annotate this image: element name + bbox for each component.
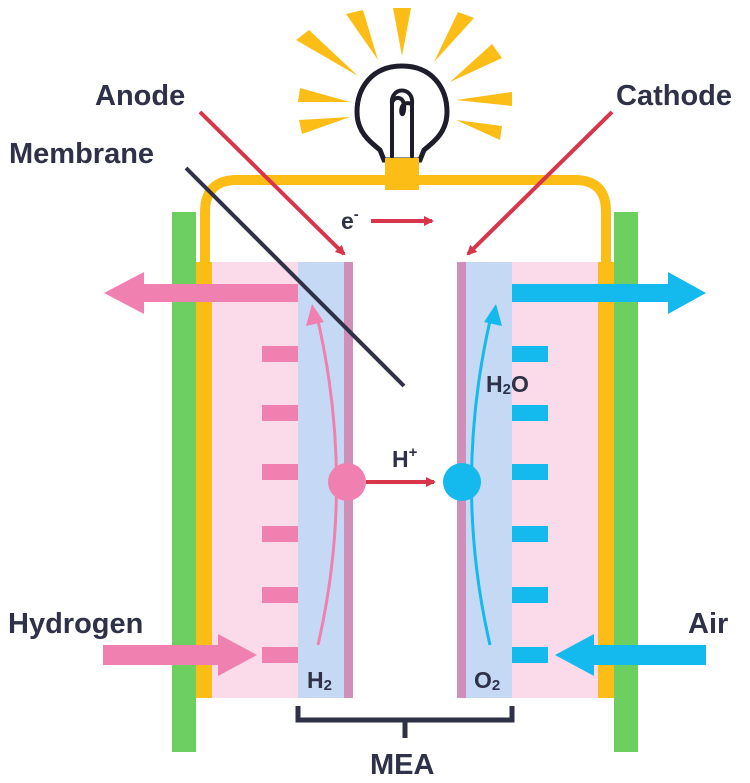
hydrogen-flow-arrowhead (306, 304, 324, 326)
air-inlet-arrow (555, 634, 706, 676)
oxygen-flow-arrowhead (484, 304, 502, 326)
cathode-channels (512, 346, 548, 663)
proton-label: H+ (392, 444, 418, 472)
cathode-label: Cathode (616, 80, 732, 112)
light-bulb-icon (354, 63, 450, 190)
oxygen-circle (443, 463, 481, 501)
mea-bracket (295, 706, 515, 738)
h2-label: H2 (307, 667, 332, 694)
cathode-collector-strip (598, 262, 614, 698)
membrane-label: Membrane (9, 138, 154, 170)
hydrogen-ion-circle (328, 463, 366, 501)
anode-pointer (198, 110, 346, 256)
light-ray-icon (296, 8, 512, 140)
air-exhaust-arrow (512, 272, 706, 314)
hydrogen-exhaust-arrow (104, 272, 298, 314)
anode-channels (262, 346, 298, 663)
mea-label: MEA (370, 749, 435, 778)
o2-label: O2 (474, 667, 500, 694)
hydrogen-inlet-arrow (103, 634, 257, 676)
water-label: H2O (486, 371, 529, 398)
cathode-pointer (466, 110, 614, 256)
hydrogen-label: Hydrogen (8, 608, 143, 640)
anode-collector-strip (196, 262, 212, 698)
anode-label: Anode (95, 80, 185, 112)
air-label: Air (688, 608, 728, 640)
membrane-pointer (184, 166, 406, 388)
electron-label: e- (341, 206, 359, 234)
